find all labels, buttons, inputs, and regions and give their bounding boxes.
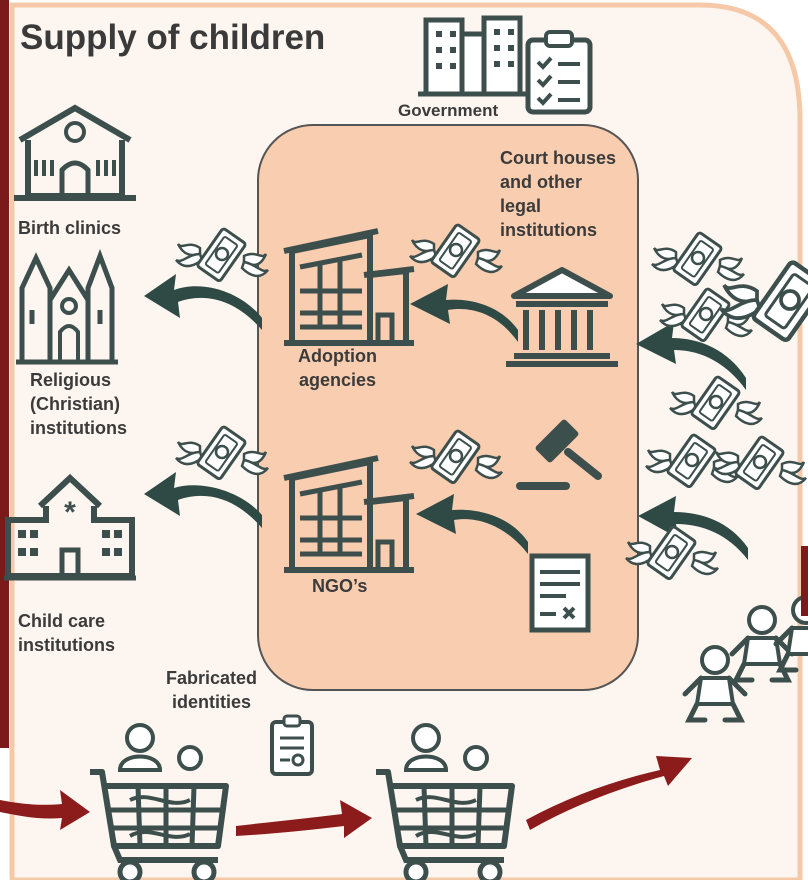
arrow-money-to-documents [638,496,748,560]
label-religious-line2: (Christian) [30,394,120,414]
arrow-money-to-courts [636,322,746,390]
label-child-care: Child care institutions [18,609,115,657]
school-building-icon [14,104,136,201]
label-fabricated-line1: Fabricated [166,668,258,688]
church-icon [16,248,118,365]
hospital-icon: * [4,473,136,581]
inner-panel [257,124,639,691]
city-buildings-icon [418,15,530,97]
label-government: Government [398,101,499,120]
arrow-into-cart-1 [0,790,90,830]
label-childcare-line2: institutions [18,635,115,655]
label-courts-line3: legal [500,196,542,216]
diagram-title: Supply of children [20,18,326,57]
label-adoption-line2: agencies [298,370,377,390]
label-childcare-line1: Child care [18,611,106,631]
arrow-document-to-ngo [416,494,528,554]
payment-arrows [144,274,748,560]
arrow-ngo-to-institutions [144,472,262,528]
label-courts-line2: and other [500,172,583,192]
label-fabricated-line2: identities [172,692,252,712]
certificate-clipboard-icon [270,714,314,776]
label-religious: Religious (Christian) institutions [30,368,127,440]
label-courts: Court houses and other legal institution… [500,146,616,242]
legal-document-icon [529,553,591,633]
clipboard-checklist-icon [525,30,593,115]
label-fabricated-identities: Fabricated identities [166,666,257,714]
label-adoption-agencies: Adoption agencies [298,344,377,392]
label-adoption-line1: Adoption [298,346,377,366]
gavel-icon [516,419,602,490]
label-religious-line1: Religious [30,370,112,390]
flow-arrows [0,756,692,838]
left-accent-bar [0,0,9,748]
arrow-cart-1-to-cart-2 [236,800,372,838]
svg-text:*: * [64,496,76,529]
arrow-court-to-agency [410,284,518,342]
courthouse-icon [506,267,618,367]
label-birth-clinics: Birth clinics [18,218,122,238]
label-religious-line3: institutions [30,418,127,438]
arrow-cart-2-to-babies [526,756,692,830]
label-courts-line1: Court houses [500,148,617,168]
label-ngos: NGO’s [312,576,368,596]
arrow-agency-to-institutions [144,274,262,330]
right-accent-bar [801,546,808,616]
label-courts-line4: institutions [500,220,597,240]
